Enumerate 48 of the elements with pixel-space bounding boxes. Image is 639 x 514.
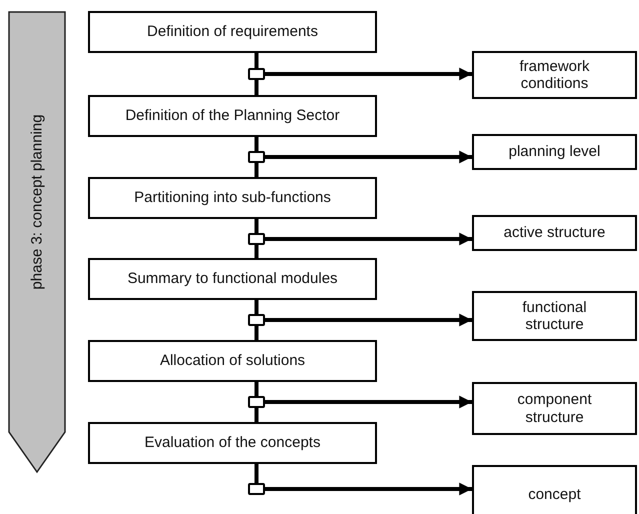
arrow (265, 314, 472, 326)
arrow (265, 396, 472, 408)
junction-square (248, 151, 265, 163)
output-box (472, 291, 637, 341)
process-box (88, 11, 377, 53)
process-label: Definition of the Planning Sector (125, 108, 340, 124)
arrow (265, 68, 472, 80)
connector-line (254, 382, 258, 396)
connector-line (254, 80, 258, 95)
output-box (472, 134, 637, 170)
output-box (472, 51, 637, 99)
output-label: concept (528, 486, 581, 504)
junction-square (248, 68, 265, 80)
junction-square (248, 314, 265, 326)
output-label: framework conditions (518, 58, 590, 92)
process-box (88, 340, 377, 382)
process-label: Partitioning into sub-functions (134, 190, 331, 206)
process-box (88, 95, 377, 137)
process-label: Summary to functional modules (127, 270, 338, 288)
connector-line (254, 464, 258, 483)
connector-line (254, 163, 258, 177)
process-box (88, 177, 377, 219)
arrow (265, 150, 472, 164)
process-label: Definition of requirements (147, 24, 318, 40)
junction-square (248, 233, 265, 245)
connector-line (254, 137, 258, 151)
connector-line (254, 326, 258, 340)
connector-line (254, 245, 258, 258)
output-box (472, 215, 637, 251)
output-label: functional structure (521, 298, 588, 334)
process-box (88, 258, 377, 300)
connector-line (254, 408, 258, 422)
process-box (88, 422, 377, 464)
output-box (472, 465, 637, 514)
arrow (265, 232, 472, 246)
process-label: Allocation of solutions (160, 352, 306, 370)
output-label: active structure (504, 224, 606, 242)
output-label: component structure (516, 391, 593, 426)
connector-line (254, 53, 258, 68)
connector-line (254, 219, 258, 233)
output-label: planning level (508, 143, 600, 161)
arrow (265, 482, 472, 496)
junction-square (248, 396, 265, 408)
connector-line (254, 300, 258, 314)
process-label: Evaluation of the concepts (144, 434, 320, 452)
junction-square (248, 483, 265, 495)
output-box (472, 382, 637, 435)
phase-label: phase 3: concept planning (28, 114, 46, 290)
